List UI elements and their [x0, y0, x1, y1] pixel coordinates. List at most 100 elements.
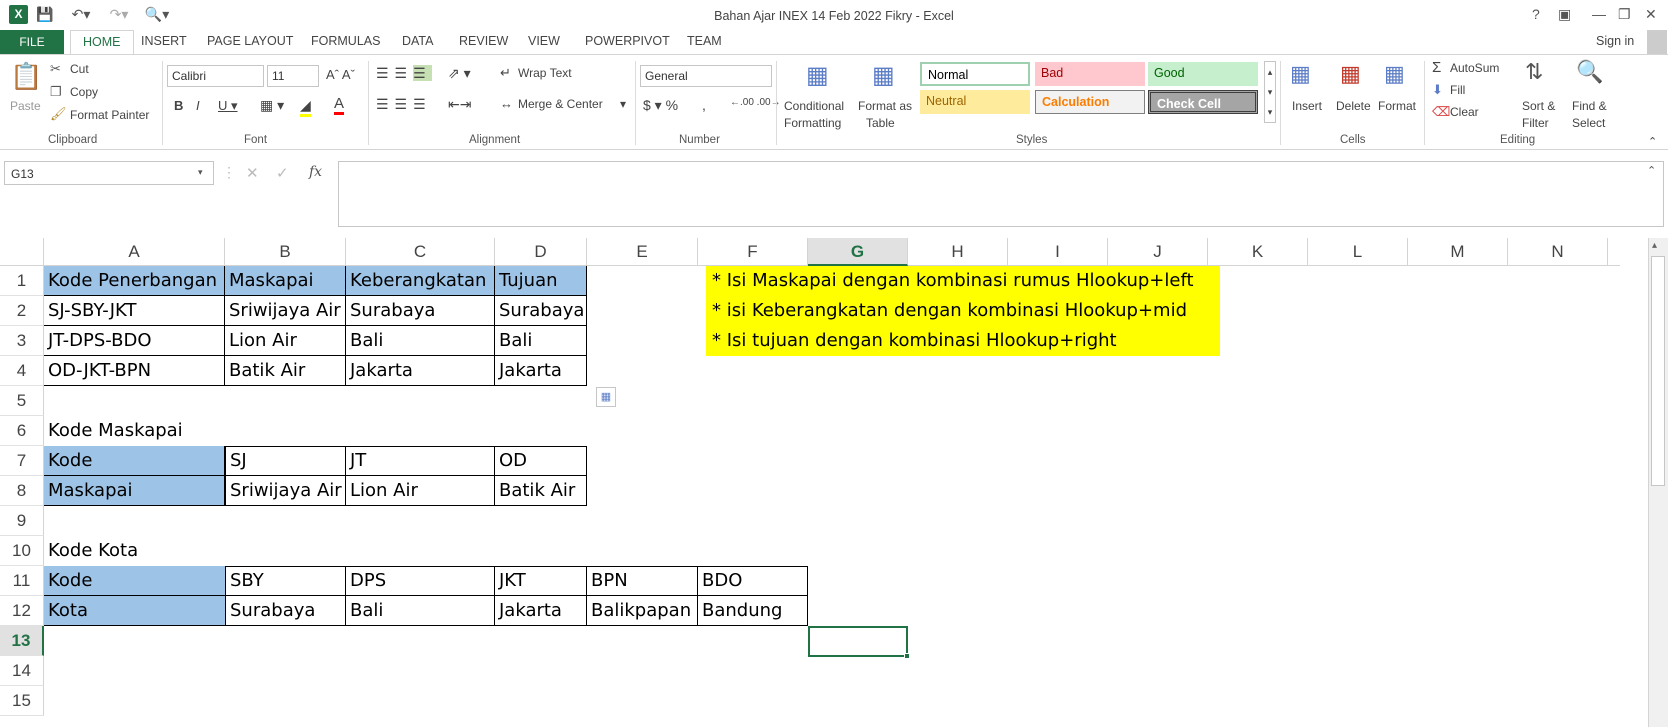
cell-d3[interactable]: Bali	[495, 326, 587, 356]
cell-b11[interactable]: SBY	[225, 566, 346, 596]
autosum-button[interactable]: AutoSum	[1450, 61, 1500, 75]
cell-f12[interactable]: Bandung	[698, 596, 808, 626]
tab-data[interactable]: DATA	[402, 34, 434, 48]
cell-b8[interactable]: Sriwijaya Air	[225, 476, 346, 506]
horizontal-align-icons[interactable]: ☰☰☰	[376, 96, 432, 112]
note-line-3[interactable]: * Isi tujuan dengan kombinasi Hlookup+ri…	[712, 330, 1117, 351]
style-neutral[interactable]: Neutral	[920, 90, 1030, 114]
cell-c1[interactable]: Keberangkatan	[346, 266, 495, 296]
tab-view[interactable]: VIEW	[528, 34, 560, 48]
cell-c2[interactable]: Surabaya	[346, 296, 495, 326]
cell-a4[interactable]: OD-JKT-BPN	[44, 356, 225, 386]
merge-dropdown-icon[interactable]: ▾	[620, 97, 627, 111]
comma-icon[interactable]: ,	[702, 97, 706, 113]
style-normal[interactable]: Normal	[920, 62, 1030, 86]
paste-icon[interactable]: 📋	[10, 61, 43, 91]
column-header-n[interactable]: N	[1508, 238, 1608, 266]
expand-formula-icon[interactable]: ⌃	[1647, 165, 1657, 177]
formatting-label[interactable]: Formatting	[784, 116, 842, 130]
cell-a8[interactable]: Maskapai	[44, 476, 225, 506]
column-header-e[interactable]: E	[587, 238, 698, 266]
cell-e12[interactable]: Balikpapan	[587, 596, 698, 626]
grow-font-icon[interactable]: Aˆ Aˇ	[326, 67, 355, 82]
select-all-corner[interactable]	[0, 238, 44, 266]
help-icon[interactable]: ?	[1532, 6, 1540, 22]
cell-c12[interactable]: Bali	[346, 596, 495, 626]
tab-review[interactable]: REVIEW	[459, 34, 509, 48]
column-header-j[interactable]: J	[1108, 238, 1208, 266]
tab-team[interactable]: TEAM	[687, 34, 722, 48]
cell-d4[interactable]: Jakarta	[495, 356, 587, 386]
format-cells-icon[interactable]: ▦	[1384, 61, 1405, 86]
table-label[interactable]: Table	[866, 116, 895, 130]
cell-d1[interactable]: Tujuan	[495, 266, 587, 296]
column-header-l[interactable]: L	[1308, 238, 1408, 266]
cell-b7[interactable]: SJ	[225, 446, 346, 476]
format-as-label[interactable]: Format as	[858, 99, 913, 113]
row-header-1[interactable]: 1	[0, 266, 44, 296]
file-tab[interactable]: FILE	[0, 30, 64, 54]
copy-icon[interactable]: ❐	[50, 84, 62, 99]
redo-icon[interactable]: ↷▾	[109, 6, 129, 22]
tab-insert[interactable]: INSERT	[141, 34, 187, 48]
style-good[interactable]: Good	[1148, 62, 1258, 86]
cancel-formula-icon[interactable]: ✕	[246, 165, 259, 182]
format-button[interactable]: Format	[1378, 99, 1417, 113]
cell-d12[interactable]: Jakarta	[495, 596, 587, 626]
style-calculation[interactable]: Calculation	[1035, 90, 1145, 114]
clear-icon[interactable]: ⌫	[1432, 104, 1451, 119]
decimal-icons[interactable]: ←.00 .00→	[730, 97, 781, 108]
cell-d11[interactable]: JKT	[495, 566, 587, 596]
restore-icon[interactable]: ❐	[1618, 6, 1631, 22]
row-header-10[interactable]: 10	[0, 536, 44, 566]
cell-f11[interactable]: BDO	[698, 566, 808, 596]
style-bad[interactable]: Bad	[1035, 62, 1145, 86]
note-line-2[interactable]: * isi Keberangkatan dengan kombinasi Hlo…	[712, 300, 1188, 321]
format-as-table-icon[interactable]: ▦	[872, 62, 895, 89]
row-header-13[interactable]: 13	[0, 626, 44, 656]
tab-powerpivot[interactable]: POWERPIVOT	[585, 34, 670, 48]
find-select-icon[interactable]: 🔍	[1576, 59, 1604, 84]
vertical-align-icons[interactable]: ☰☰☰	[376, 65, 432, 81]
row-header-4[interactable]: 4	[0, 356, 44, 386]
format-painter-icon[interactable]: 🖌	[50, 106, 67, 121]
conditional-formatting-icon[interactable]: ▦	[806, 62, 829, 89]
insert-function-icon[interactable]: fx	[309, 164, 323, 180]
fill-handle[interactable]	[904, 653, 910, 659]
scrollbar-thumb[interactable]	[1651, 256, 1665, 486]
cell-a2[interactable]: SJ-SBY-JKT	[44, 296, 225, 326]
cell-c3[interactable]: Bali	[346, 326, 495, 356]
cell-c11[interactable]: DPS	[346, 566, 495, 596]
cell-d2[interactable]: Surabaya	[495, 296, 587, 326]
row-header-14[interactable]: 14	[0, 656, 44, 686]
tab-page-layout[interactable]: PAGE LAYOUT	[207, 34, 294, 48]
fill-icon[interactable]: ⬇	[1432, 82, 1443, 97]
paste-options-icon[interactable]: ▦	[596, 387, 616, 407]
cell-b1[interactable]: Maskapai	[225, 266, 346, 296]
row-header-5[interactable]: 5	[0, 386, 44, 416]
clear-button[interactable]: Clear	[1450, 105, 1479, 119]
name-box-dropdown-icon[interactable]: ▾	[198, 167, 203, 177]
cell-a7[interactable]: Kode	[44, 446, 225, 476]
fill-color-icon[interactable]: ◢	[300, 97, 311, 117]
merge-center-icon[interactable]: ↔	[500, 96, 513, 111]
column-header-c[interactable]: C	[346, 238, 495, 266]
merge-center-button[interactable]: Merge & Center	[518, 97, 603, 111]
paste-button[interactable]: Paste	[10, 99, 41, 113]
cell-b4[interactable]: Batik Air	[225, 356, 346, 386]
indent-icons[interactable]: ⇤⇥	[448, 96, 472, 112]
font-color-icon[interactable]: A	[334, 95, 345, 115]
cell-d8[interactable]: Batik Air	[495, 476, 587, 506]
note-line-1[interactable]: * Isi Maskapai dengan kombinasi rumus Hl…	[712, 270, 1194, 291]
row-header-15[interactable]: 15	[0, 686, 44, 716]
column-header-m[interactable]: M	[1408, 238, 1508, 266]
underline-icon[interactable]: U ▾	[218, 98, 238, 113]
column-header-g[interactable]: G	[808, 238, 908, 266]
style-check-cell[interactable]: Check Cell	[1148, 90, 1258, 114]
delete-cells-icon[interactable]: ▦	[1340, 61, 1361, 86]
cell-c7[interactable]: JT	[346, 446, 495, 476]
number-format-select[interactable]: General	[640, 65, 772, 87]
column-header-i[interactable]: I	[1008, 238, 1108, 266]
copy-button[interactable]: Copy	[70, 85, 99, 99]
name-box[interactable]: G13	[4, 161, 214, 185]
